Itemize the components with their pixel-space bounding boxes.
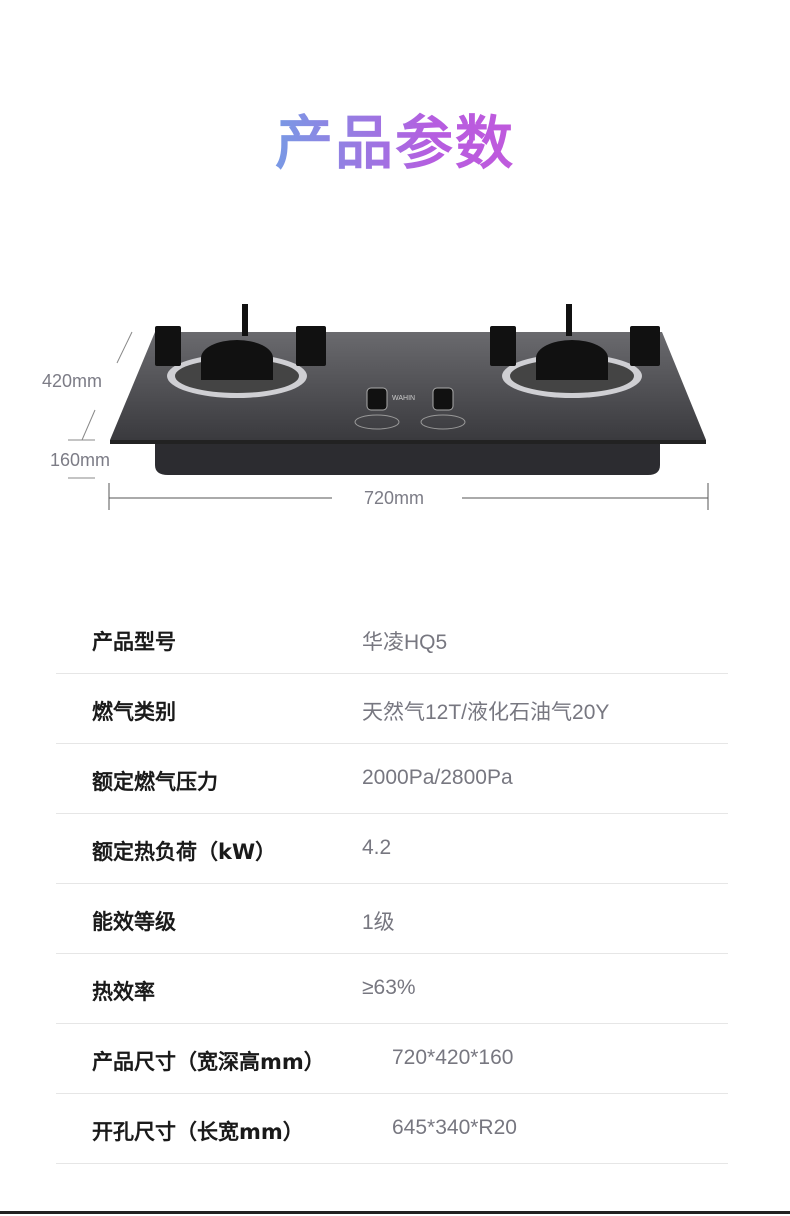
spec-row-gas-type: 燃气类别 天然气12T/液化石油气20Y xyxy=(56,674,728,744)
left-burner xyxy=(155,304,326,398)
spec-row-thermal-efficiency: 热效率 ≥63% xyxy=(56,954,728,1024)
spec-row-cutout-size: 开孔尺寸（长宽mm） 645*340*R20 xyxy=(56,1094,728,1164)
spec-value: 645*340*R20 xyxy=(392,1116,517,1139)
spec-row-model: 产品型号 华凌HQ5 xyxy=(56,604,728,674)
spec-row-pressure: 额定燃气压力 2000Pa/2800Pa xyxy=(56,744,728,814)
right-burner xyxy=(490,304,660,398)
height-label: 160mm xyxy=(50,450,111,470)
spec-row-product-size: 产品尺寸（宽深高mm） 720*420*160 xyxy=(56,1024,728,1094)
spec-value: 4.2 xyxy=(362,836,392,859)
spec-table: 产品型号 华凌HQ5 燃气类别 天然气12T/液化石油气20Y 额定燃气压力 2000… xyxy=(56,604,728,1164)
spec-row-heat-load: 额定热负荷（kW） 4.2 xyxy=(56,814,728,884)
spec-label: 额定热负荷（kW） xyxy=(92,840,277,864)
brand-logo: WAHIN xyxy=(392,395,416,402)
width-label: 720mm xyxy=(364,488,425,508)
depth-label: 420mm xyxy=(42,371,103,391)
spec-label: 热效率 xyxy=(92,980,155,1004)
spec-value: 720*420*160 xyxy=(392,1046,514,1069)
spec-value: 1级 xyxy=(362,911,395,934)
spec-label: 额定燃气压力 xyxy=(92,770,218,794)
bottom-divider xyxy=(0,1211,790,1214)
spec-label: 开孔尺寸（长宽mm） xyxy=(92,1120,304,1144)
spec-label: 产品尺寸（宽深高mm） xyxy=(92,1050,325,1074)
page-title: 产品参数 xyxy=(0,96,790,180)
spec-value: 2000Pa/2800Pa xyxy=(362,766,513,789)
spec-label: 产品型号 xyxy=(92,630,176,654)
spec-label: 能效等级 xyxy=(92,910,176,934)
spec-value: ≥63% xyxy=(362,976,416,999)
spec-label: 燃气类别 xyxy=(92,700,176,724)
spec-value: 华凌HQ5 xyxy=(362,631,448,654)
spec-value: 天然气12T/液化石油气20Y xyxy=(362,701,610,724)
stove-image xyxy=(68,304,709,510)
control-knobs xyxy=(354,387,466,430)
spec-row-efficiency-grade: 能效等级 1级 xyxy=(56,884,728,954)
